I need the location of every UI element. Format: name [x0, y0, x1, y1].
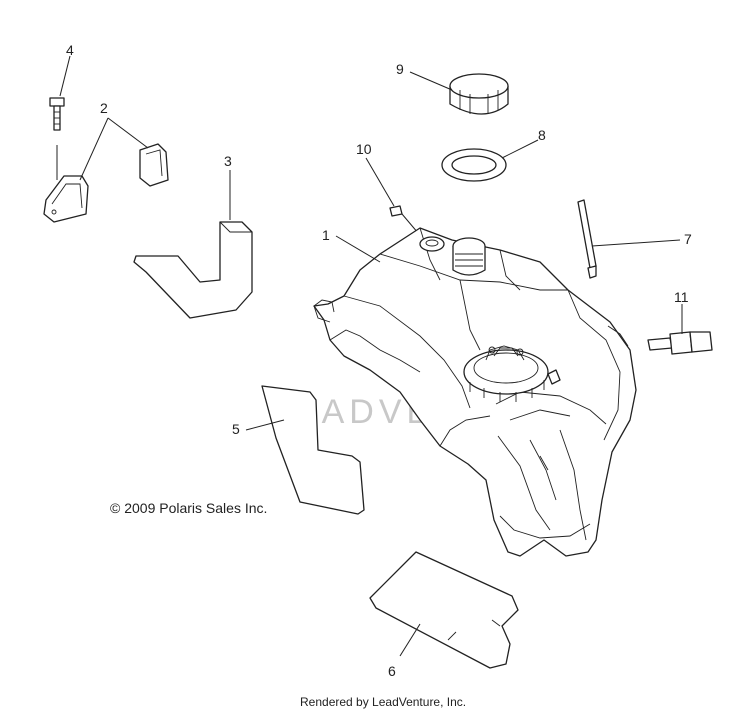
part-5-shield-sheet[interactable] — [261, 385, 365, 515]
callout-1: 1 — [322, 227, 330, 243]
leader-line-5 — [245, 419, 285, 431]
callout-6: 6 — [388, 663, 396, 679]
part-6-bottom-shield[interactable] — [369, 551, 519, 669]
part-11-connector[interactable] — [647, 331, 713, 355]
callout-11: 11 — [674, 289, 689, 305]
copyright-text: © 2009 Polaris Sales Inc. — [110, 500, 267, 516]
callout-4: 4 — [66, 42, 74, 58]
leader-line-1 — [335, 235, 381, 263]
leader-line-10 — [365, 157, 395, 207]
callout-10: 10 — [356, 141, 372, 157]
part-4-bolt[interactable] — [49, 97, 65, 131]
callout-3: 3 — [224, 153, 232, 169]
part-8-gasket[interactable] — [441, 148, 507, 182]
leader-line-2b — [107, 117, 149, 149]
part-2-brackets[interactable] — [43, 143, 169, 223]
leader-line-2a — [79, 117, 109, 181]
part-9-fuel-cap[interactable] — [449, 73, 509, 115]
part-7-vent-tube[interactable] — [577, 199, 597, 279]
callout-5: 5 — [232, 421, 240, 437]
leader-line-6 — [399, 623, 421, 657]
part-3-foam-pad[interactable] — [133, 221, 253, 319]
leader-line-7 — [591, 239, 681, 247]
callout-9: 9 — [396, 61, 404, 77]
part-10-pin[interactable] — [389, 205, 403, 217]
leader-line-9 — [409, 71, 453, 91]
footer-text: Rendered by LeadVenture, Inc. — [300, 695, 466, 709]
callout-7: 7 — [684, 231, 692, 247]
callout-8: 8 — [538, 127, 546, 143]
leader-line-4 — [59, 55, 71, 97]
leader-line-8 — [501, 139, 539, 159]
callout-2: 2 — [100, 100, 108, 116]
part-1-fuel-tank[interactable] — [313, 227, 637, 557]
